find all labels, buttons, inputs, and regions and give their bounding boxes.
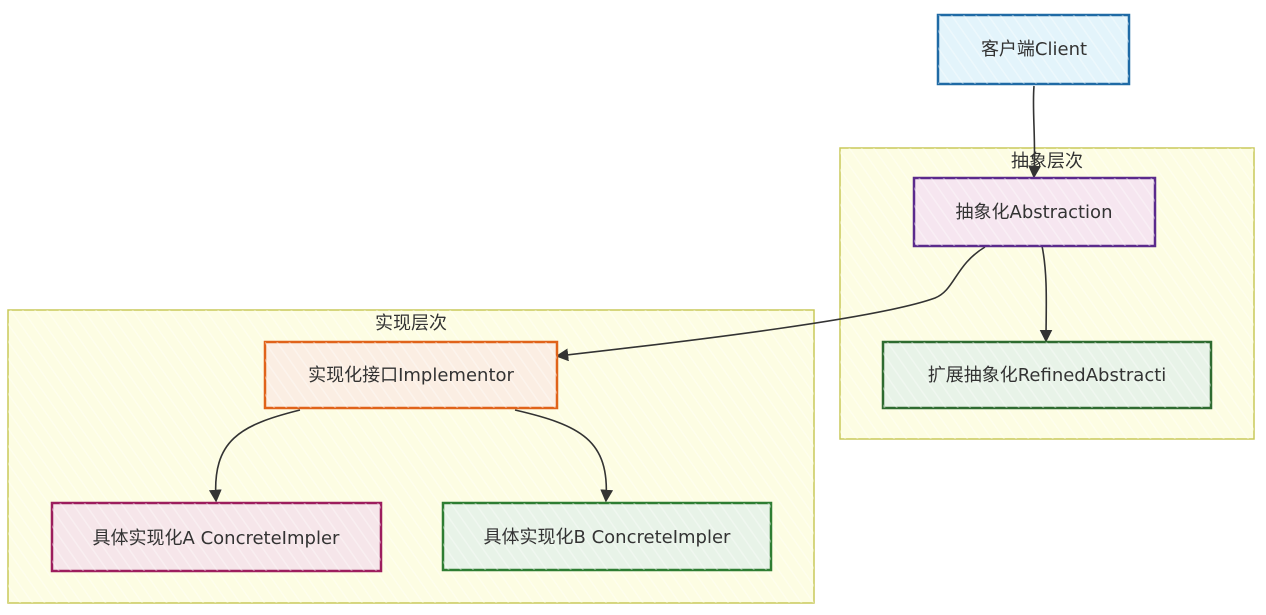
- node-implementor: 实现化接口Implementor: [263, 340, 559, 410]
- node-refined-abstraction: 扩展抽象化RefinedAbstracti: [881, 340, 1213, 410]
- edge-client-to-abstraction: [1028, 85, 1041, 179]
- edge-abstraction-to-implementor: [555, 246, 986, 362]
- node-implementor-label: 实现化接口Implementor: [308, 365, 514, 386]
- node-concrete-a: 具体实现化A ConcreteImpler: [50, 501, 383, 573]
- node-concrete-a-label: 具体实现化A ConcreteImpler: [93, 528, 340, 549]
- edges: [208, 85, 1053, 503]
- node-refined-abstraction-label: 扩展抽象化RefinedAbstracti: [928, 365, 1167, 386]
- group-abstraction-layer-label: 抽象层次: [1011, 151, 1083, 172]
- node-client: 客户端Client: [936, 13, 1131, 86]
- edge-implementor-to-concrete-b: [514, 409, 614, 503]
- node-concrete-b-label: 具体实现化B ConcreteImpler: [484, 527, 732, 548]
- edge-implementor-to-concrete-a: [208, 409, 301, 503]
- node-abstraction-label: 抽象化Abstraction: [956, 202, 1113, 223]
- edge-abstraction-to-refined: [1039, 245, 1053, 343]
- node-client-label: 客户端Client: [981, 39, 1087, 60]
- node-concrete-b: 具体实现化B ConcreteImpler: [441, 501, 773, 572]
- node-abstraction: 抽象化Abstraction: [912, 176, 1157, 248]
- group-implementation-layer-label: 实现层次: [375, 313, 447, 334]
